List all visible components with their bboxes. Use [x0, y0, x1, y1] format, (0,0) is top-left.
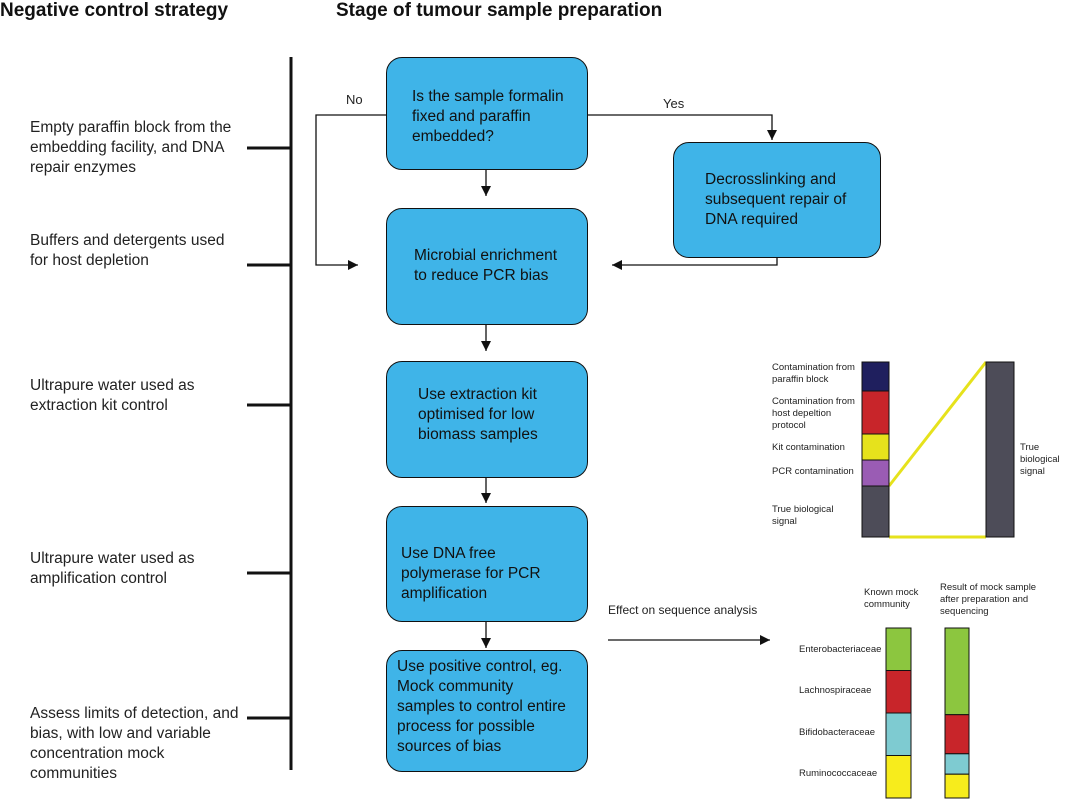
true-signal-bar-label: True biological signal [1020, 442, 1060, 477]
step-ffpe-question-text: Is the sample formalin fixed and paraffi… [412, 88, 564, 145]
true-signal-bar [985, 361, 1015, 538]
mock-result-segment-3 [944, 773, 970, 799]
contamination-segment-kit [861, 433, 890, 461]
step-microbial-enrichment-text: Microbial enrichment to reduce PCR bias [414, 247, 557, 284]
contamination-label-true-signal: True biological signal [772, 504, 834, 527]
mock-result-segment-2 [944, 753, 970, 775]
contamination-label-kit: Kit contamination [772, 442, 845, 453]
step-dna-free-polymerase-text: Use DNA free polymerase for PCR amplific… [401, 545, 541, 602]
step-microbial-enrichment: Microbial enrichment to reduce PCR bias [386, 208, 588, 325]
step-decrosslinking: Decrosslinking and subsequent repair of … [673, 142, 881, 258]
mock-known-segment-2 [885, 712, 912, 756]
step-positive-control-text: Use positive control, eg. Mock community… [397, 658, 566, 755]
contamination-label-pcr: PCR contamination [772, 466, 854, 477]
step-decrosslinking-text: Decrosslinking and subsequent repair of … [705, 171, 847, 228]
no-branch-arrow [315, 114, 387, 270]
header-negative-control: Negative control strategy [0, 0, 229, 21]
step-extraction-kit-text: Use extraction kit optimised for low bio… [418, 386, 538, 443]
mock-taxon-label-3: Ruminococcaceae [799, 768, 878, 779]
neg-control-mock: Assess limits of detection, and bias, wi… [30, 705, 239, 782]
mock-known-segment-0 [885, 627, 912, 671]
contamination-label-host: Contamination from host depeltion protoc… [772, 396, 855, 431]
neg-control-extraction: Ultrapure water used as extraction kit c… [30, 377, 195, 414]
mock-known-segment-1 [885, 670, 912, 714]
step-dna-free-polymerase: Use DNA free polymerase for PCR amplific… [386, 506, 588, 622]
step-positive-control: Use positive control, eg. Mock community… [386, 650, 588, 772]
contamination-segment-paraffin [861, 361, 890, 392]
contamination-segment-host [861, 390, 890, 435]
label-yes: Yes [663, 96, 685, 111]
mock-result-segment-1 [944, 714, 970, 755]
contamination-segment-true-signal [861, 485, 890, 538]
label-no: No [346, 92, 363, 107]
mock-known-segment-3 [885, 755, 912, 799]
mock-known-label: Known mock community [864, 587, 919, 610]
header-stage: Stage of tumour sample preparation [336, 0, 663, 21]
step-ffpe-question: Is the sample formalin fixed and paraffi… [386, 57, 588, 170]
yes-branch-arrow [587, 114, 777, 140]
effect-label: Effect on sequence analysis [608, 603, 758, 617]
step-extraction-kit: Use extraction kit optimised for low bio… [386, 361, 588, 478]
neg-control-paraffin: Empty paraffin block from the embedding … [30, 119, 232, 176]
mock-taxon-label-2: Bifidobacteraceae [799, 727, 876, 738]
contamination-segment-pcr [861, 459, 890, 487]
mock-taxon-label-0: Enterobacteriaceae [799, 644, 882, 655]
mock-result-segment-0 [944, 627, 970, 716]
mock-result-label: Result of mock sample after preparation … [940, 582, 1037, 617]
contamination-label-paraffin: Contamination from paraffin block [772, 362, 855, 385]
neg-control-amplification: Ultrapure water used as amplification co… [30, 550, 195, 587]
mock-taxon-label-1: Lachnospiraceae [799, 685, 872, 696]
neg-control-buffers: Buffers and detergents used for host dep… [30, 232, 225, 269]
contamination-link-top [887, 361, 988, 487]
decross-return-arrow [612, 258, 778, 270]
